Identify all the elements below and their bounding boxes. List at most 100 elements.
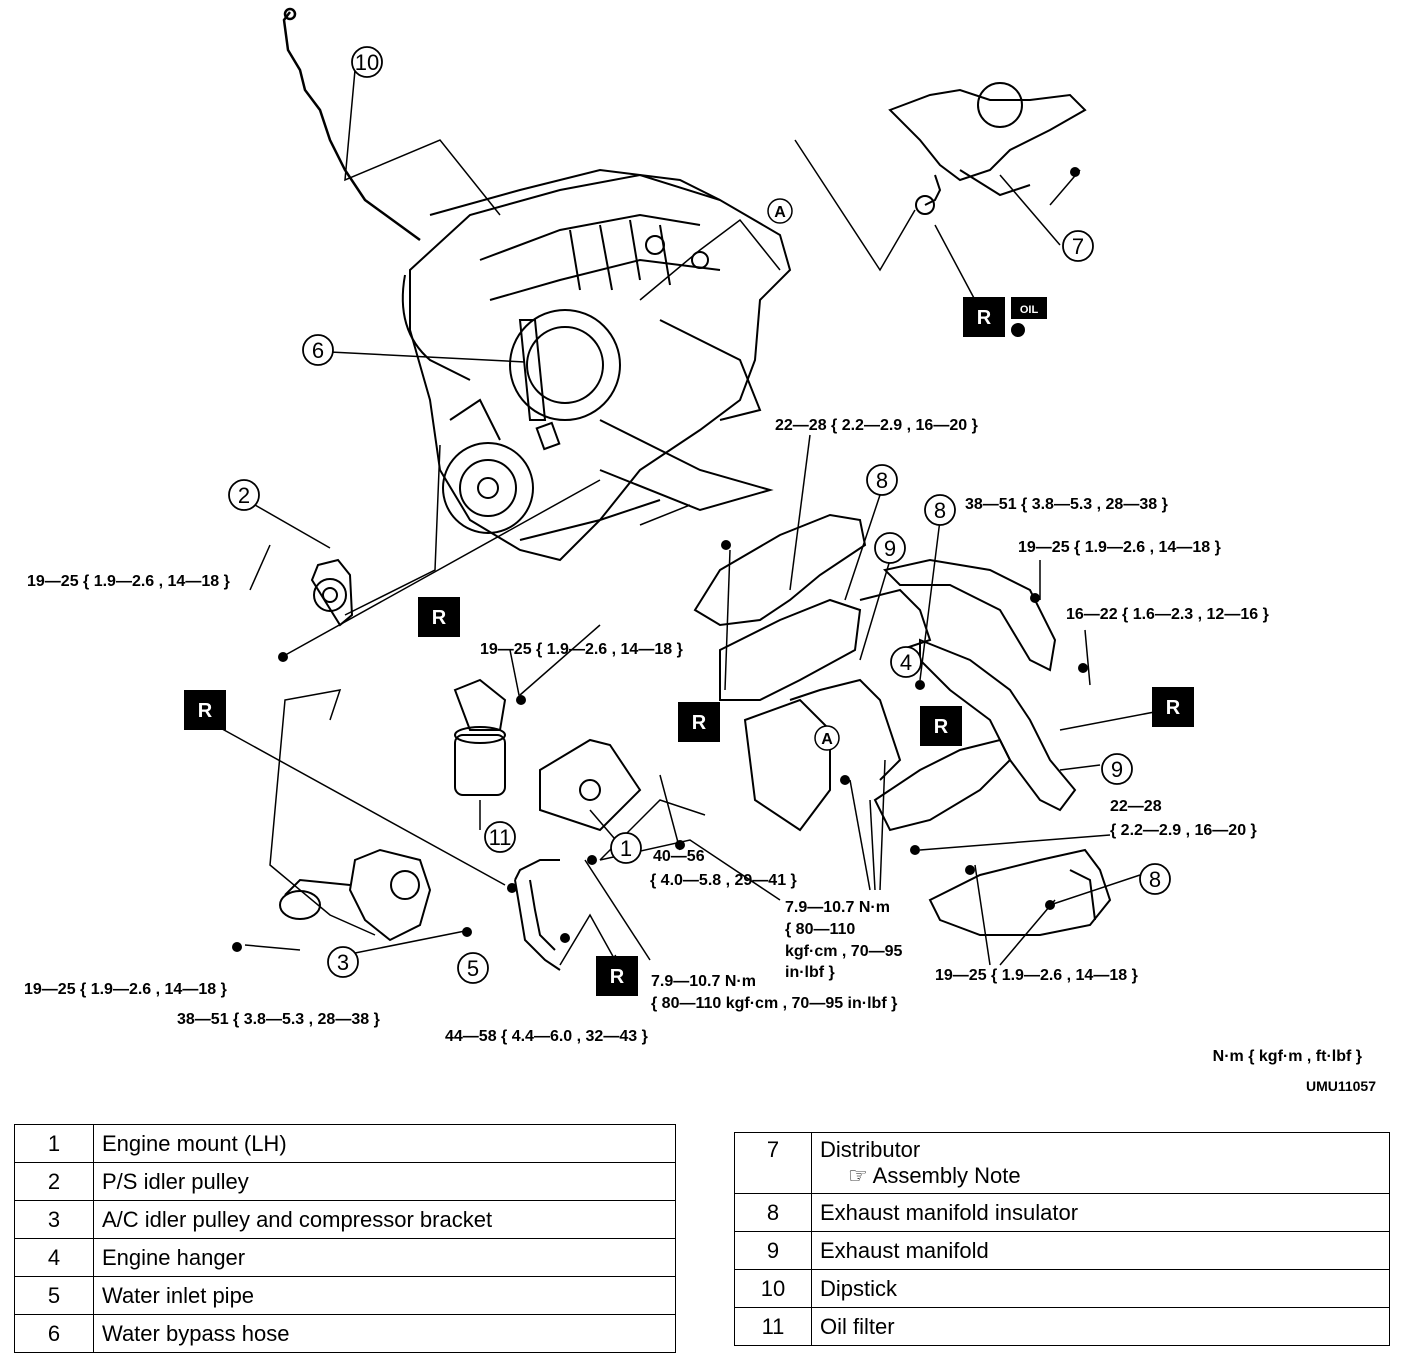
- table-row: 3 A/C idler pulley and compressor bracke…: [14, 1200, 676, 1239]
- svg-text:R: R: [977, 307, 992, 329]
- torque-spec: 7.9—10.7 N·m: [651, 973, 756, 990]
- figure-code: UMU11057: [1306, 1078, 1376, 1094]
- svg-text:6: 6: [312, 338, 324, 363]
- table-row: 11 Oil filter: [734, 1307, 1390, 1346]
- svg-text:R: R: [1166, 697, 1181, 719]
- callout-4: 4: [890, 646, 922, 678]
- exhaust-manifold-rh-drawing: [873, 558, 1112, 936]
- torque-spec: 40—56: [653, 848, 705, 865]
- callout-9-a: 9: [874, 532, 906, 564]
- replace-marker: R: [1152, 687, 1194, 727]
- water-inlet-pipe-drawing: [514, 859, 561, 971]
- table-row: 5 Water inlet pipe: [14, 1276, 676, 1315]
- units-note: N·m { kgf·m , ft·lbf }: [1213, 1048, 1362, 1065]
- exhaust-manifold-lh-drawing: [693, 513, 932, 832]
- callout-3: 3: [327, 946, 359, 978]
- svg-text:R: R: [432, 607, 447, 629]
- torque-spec: 19—25 { 1.9—2.6 , 14—18 }: [27, 573, 230, 590]
- torque-spec: { 80—110 kgf·cm , 70—95 in·lbf }: [651, 995, 897, 1012]
- part-name: Exhaust manifold insulator: [811, 1193, 1390, 1232]
- part-name: Engine mount (LH): [93, 1124, 676, 1163]
- svg-text:A: A: [821, 731, 833, 748]
- table-row: 4 Engine hanger: [14, 1238, 676, 1277]
- part-number: 4: [14, 1238, 94, 1277]
- part-number: 7: [734, 1132, 812, 1194]
- callout-8-b: 8: [924, 494, 956, 526]
- torque-spec: 38—51 { 3.8—5.3 , 28—38 }: [177, 1011, 380, 1028]
- part-name: A/C idler pulley and compressor bracket: [93, 1200, 676, 1239]
- callout-7: 7: [1062, 230, 1094, 262]
- part-number: 6: [14, 1314, 94, 1353]
- exploded-view-diagram: 10 6 2 11 1 3 5 7 8 8 8 9: [24, 7, 1376, 1094]
- parts-table-left: 1 Engine mount (LH) 2 P/S idler pulley 3…: [14, 1124, 676, 1353]
- bolts: [232, 167, 1088, 952]
- torque-spec: 38—51 { 3.8—5.3 , 28—38 }: [965, 496, 1168, 513]
- callout-8-c: 8: [1139, 863, 1171, 895]
- reference-a-bottom: A: [814, 725, 840, 751]
- torque-spec: 44—58 { 4.4—6.0 , 32—43 }: [445, 1028, 648, 1045]
- replace-marker: R: [920, 706, 962, 746]
- torque-spec: 19—25 { 1.9—2.6 , 14—18 }: [24, 981, 227, 998]
- svg-text:R: R: [610, 966, 625, 988]
- part-name: Engine hanger: [93, 1238, 676, 1277]
- svg-text:A: A: [774, 204, 786, 221]
- svg-text:R: R: [198, 700, 213, 722]
- svg-text:11: 11: [489, 825, 512, 850]
- svg-text:5: 5: [467, 956, 479, 981]
- torque-spec: 19—25 { 1.9—2.6 , 14—18 }: [1018, 539, 1221, 556]
- part-name: Water bypass hose: [93, 1314, 676, 1353]
- part-name: P/S idler pulley: [93, 1162, 676, 1201]
- part-number: 11: [734, 1307, 812, 1346]
- torque-labels: 22—28 { 2.2—2.9 , 16—20 } 38—51 { 3.8—5.…: [24, 417, 1269, 1045]
- svg-text:R: R: [934, 716, 949, 738]
- torque-spec: kgf·cm , 70—95: [785, 943, 902, 960]
- svg-text:8: 8: [876, 468, 888, 493]
- replace-marker: R: [678, 702, 720, 742]
- svg-text:8: 8: [934, 498, 946, 523]
- parts-table-right: 7 Distributor ☞ Assembly Note 8 Exhaust …: [734, 1132, 1390, 1346]
- part-name: Exhaust manifold: [811, 1231, 1390, 1270]
- callout-11: 11: [484, 821, 516, 853]
- oil-marker: OIL: [1011, 304, 1038, 337]
- part-name-cell: Distributor ☞ Assembly Note: [811, 1132, 1390, 1194]
- callout-2: 2: [228, 479, 260, 511]
- distributor-drawing: [888, 82, 1087, 319]
- torque-spec: 16—22 { 1.6—2.3 , 12—16 }: [1066, 606, 1269, 623]
- part-number: 8: [734, 1193, 812, 1232]
- torque-spec: 19—25 { 1.9—2.6 , 14—18 }: [480, 641, 683, 658]
- torque-spec: in·lbf }: [785, 964, 835, 981]
- torque-spec: 19—25 { 1.9—2.6 , 14—18 }: [935, 967, 1138, 984]
- part-number: 9: [734, 1231, 812, 1270]
- replace-marker: R: [184, 690, 226, 730]
- reference-a-top: A: [767, 198, 793, 224]
- callout-8-a: 8: [866, 464, 898, 496]
- callout-1: 1: [610, 832, 642, 864]
- torque-spec: { 4.0—5.8 , 29—41 }: [650, 872, 797, 889]
- svg-text:10: 10: [355, 50, 379, 75]
- torque-spec: 7.9—10.7 N·m: [785, 899, 890, 916]
- torque-spec: 22—28: [1110, 798, 1162, 815]
- part-number: 10: [734, 1269, 812, 1308]
- leader-lines: [214, 69, 1166, 976]
- table-row: 1 Engine mount (LH): [14, 1124, 676, 1163]
- replace-marker: R: [596, 956, 638, 996]
- assembly-note-label: Assembly Note: [872, 1163, 1021, 1188]
- torque-spec: 22—28 { 2.2—2.9 , 16—20 }: [775, 417, 978, 434]
- part-name: Oil filter: [811, 1307, 1390, 1346]
- assembly-note[interactable]: ☞ Assembly Note: [820, 1163, 1381, 1189]
- svg-text:3: 3: [337, 950, 349, 975]
- dipstick-drawing: [282, 7, 421, 242]
- svg-text:9: 9: [884, 536, 896, 561]
- table-row: 8 Exhaust manifold insulator: [734, 1193, 1390, 1232]
- replace-marker: R: [418, 597, 460, 637]
- part-number: 3: [14, 1200, 94, 1239]
- table-row: 7 Distributor ☞ Assembly Note: [734, 1132, 1390, 1194]
- part-name: Distributor: [820, 1137, 921, 1162]
- table-row: 9 Exhaust manifold: [734, 1231, 1390, 1270]
- torque-spec: { 2.2—2.9 , 16—20 }: [1110, 822, 1257, 839]
- table-row: 10 Dipstick: [734, 1269, 1390, 1308]
- svg-text:1: 1: [620, 836, 632, 861]
- oil-filter-drawing: [453, 678, 507, 796]
- callout-9-b: 9: [1101, 753, 1133, 785]
- svg-text:9: 9: [1111, 757, 1123, 782]
